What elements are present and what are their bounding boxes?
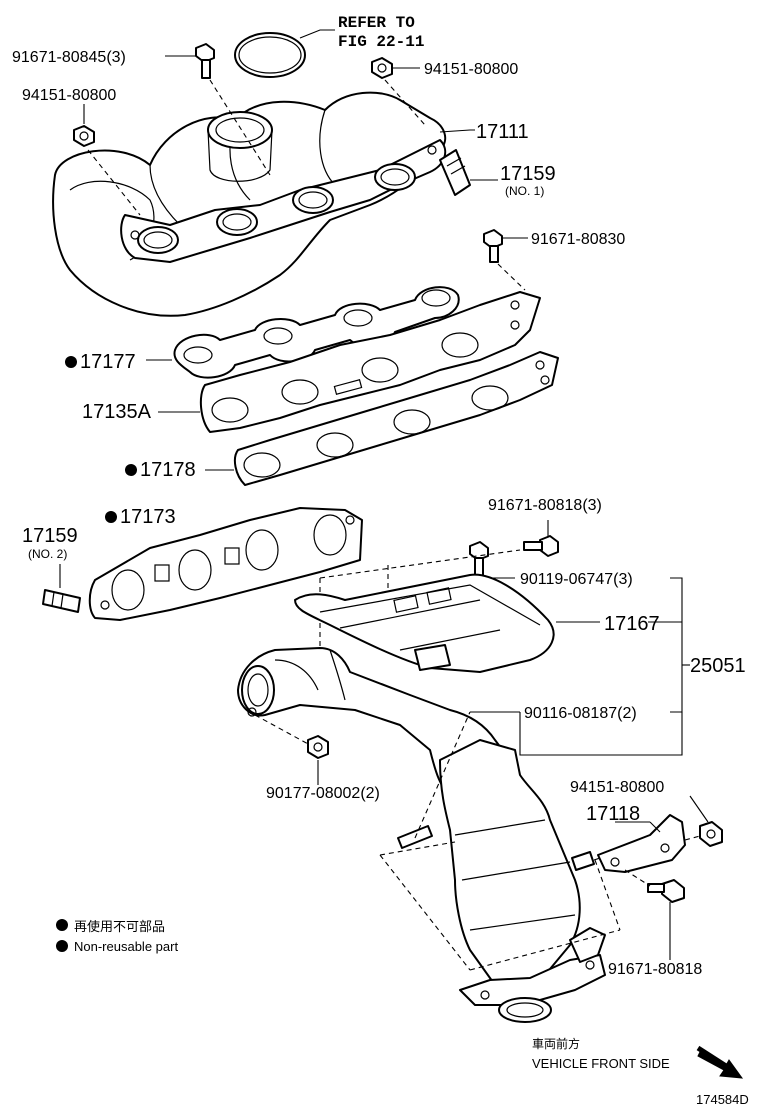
nut-94151-80800-left-icon bbox=[73, 125, 95, 147]
label-assembly-25051: 25051 bbox=[690, 655, 746, 677]
label-stud-08187: 90116-08187(2) bbox=[524, 705, 637, 722]
plate-17135A bbox=[199, 291, 541, 433]
label-nut-08002: 90177-08002(2) bbox=[266, 785, 380, 802]
legend-jp: 再使用不可部品 bbox=[74, 919, 165, 934]
non-reusable-dot-icon bbox=[65, 356, 77, 368]
bolt-91671-80818-bracket-icon bbox=[647, 879, 685, 903]
bolt-91671-80830-icon bbox=[483, 229, 503, 263]
label-insulator-17167: 17167 bbox=[604, 613, 660, 635]
refer-line-2: FIG 22-11 bbox=[338, 33, 424, 51]
exhaust-manifold-17111 bbox=[52, 91, 447, 317]
stud-17159-no1-icon bbox=[439, 149, 471, 196]
label-stud-no2-sub: (NO. 2) bbox=[28, 547, 67, 561]
diagram-id: 174584D bbox=[696, 1092, 749, 1107]
label-bolt-bracket: 91671-80818 bbox=[608, 961, 702, 978]
refer-line-1: REFER TO bbox=[338, 14, 415, 32]
heat-insulator-17167 bbox=[294, 573, 555, 673]
non-reusable-dot-icon bbox=[105, 511, 117, 523]
label-bolt-06747: 90119-06747(3) bbox=[520, 571, 633, 588]
label-manifold: 17111 bbox=[476, 121, 529, 143]
label-bracket-17118: 17118 bbox=[586, 803, 640, 825]
nut-94151-80800-bracket-icon bbox=[699, 821, 723, 847]
label-bolt-80818-3: 91671-80818(3) bbox=[488, 497, 602, 514]
label-gasket-17177: 17177 bbox=[80, 351, 136, 373]
gasket-17178 bbox=[233, 351, 559, 486]
gasket-17173 bbox=[88, 507, 363, 621]
vehicle-front-arrow-icon bbox=[696, 1045, 744, 1079]
label-gasket-17178: 17178 bbox=[140, 459, 196, 481]
non-reusable-dot-icon bbox=[56, 940, 68, 952]
non-reusable-dot-icon bbox=[125, 464, 137, 476]
label-nut-top-left: 94151-80800 bbox=[22, 87, 116, 104]
non-reusable-dot-icon bbox=[56, 919, 68, 931]
nut-90177-08002-icon bbox=[307, 735, 329, 759]
label-nut-top-right: 94151-80800 bbox=[424, 61, 518, 78]
label-stud-no2: 17159 bbox=[22, 525, 78, 547]
assembly-25051-bracket bbox=[519, 577, 690, 756]
catalytic-converter bbox=[439, 739, 606, 1023]
label-plate-17135A: 17135A bbox=[82, 401, 152, 423]
legend-en: Non-reusable part bbox=[74, 939, 178, 954]
label-gasket-17173: 17173 bbox=[120, 506, 176, 528]
nut-94151-80800-top-icon bbox=[371, 57, 393, 79]
stud-17159-no2-icon bbox=[42, 589, 81, 613]
label-bolt-top: 91671-80845(3) bbox=[12, 49, 126, 66]
label-stud-no1-sub: (NO. 1) bbox=[505, 184, 544, 198]
gasket-17177 bbox=[173, 286, 460, 379]
label-bolt-80830: 91671-80830 bbox=[531, 231, 625, 248]
bolt-91671-80845-icon bbox=[195, 43, 215, 79]
front-label-en: VEHICLE FRONT SIDE bbox=[532, 1056, 670, 1071]
bolt-91671-80818-icon bbox=[523, 535, 559, 557]
front-label-jp: 車両前方 bbox=[532, 1036, 580, 1051]
label-nut-bracket: 94151-80800 bbox=[570, 779, 664, 796]
o-ring bbox=[234, 32, 306, 78]
label-stud-no1: 17159 bbox=[500, 163, 556, 185]
bolt-90119-06747-icon bbox=[469, 541, 489, 579]
